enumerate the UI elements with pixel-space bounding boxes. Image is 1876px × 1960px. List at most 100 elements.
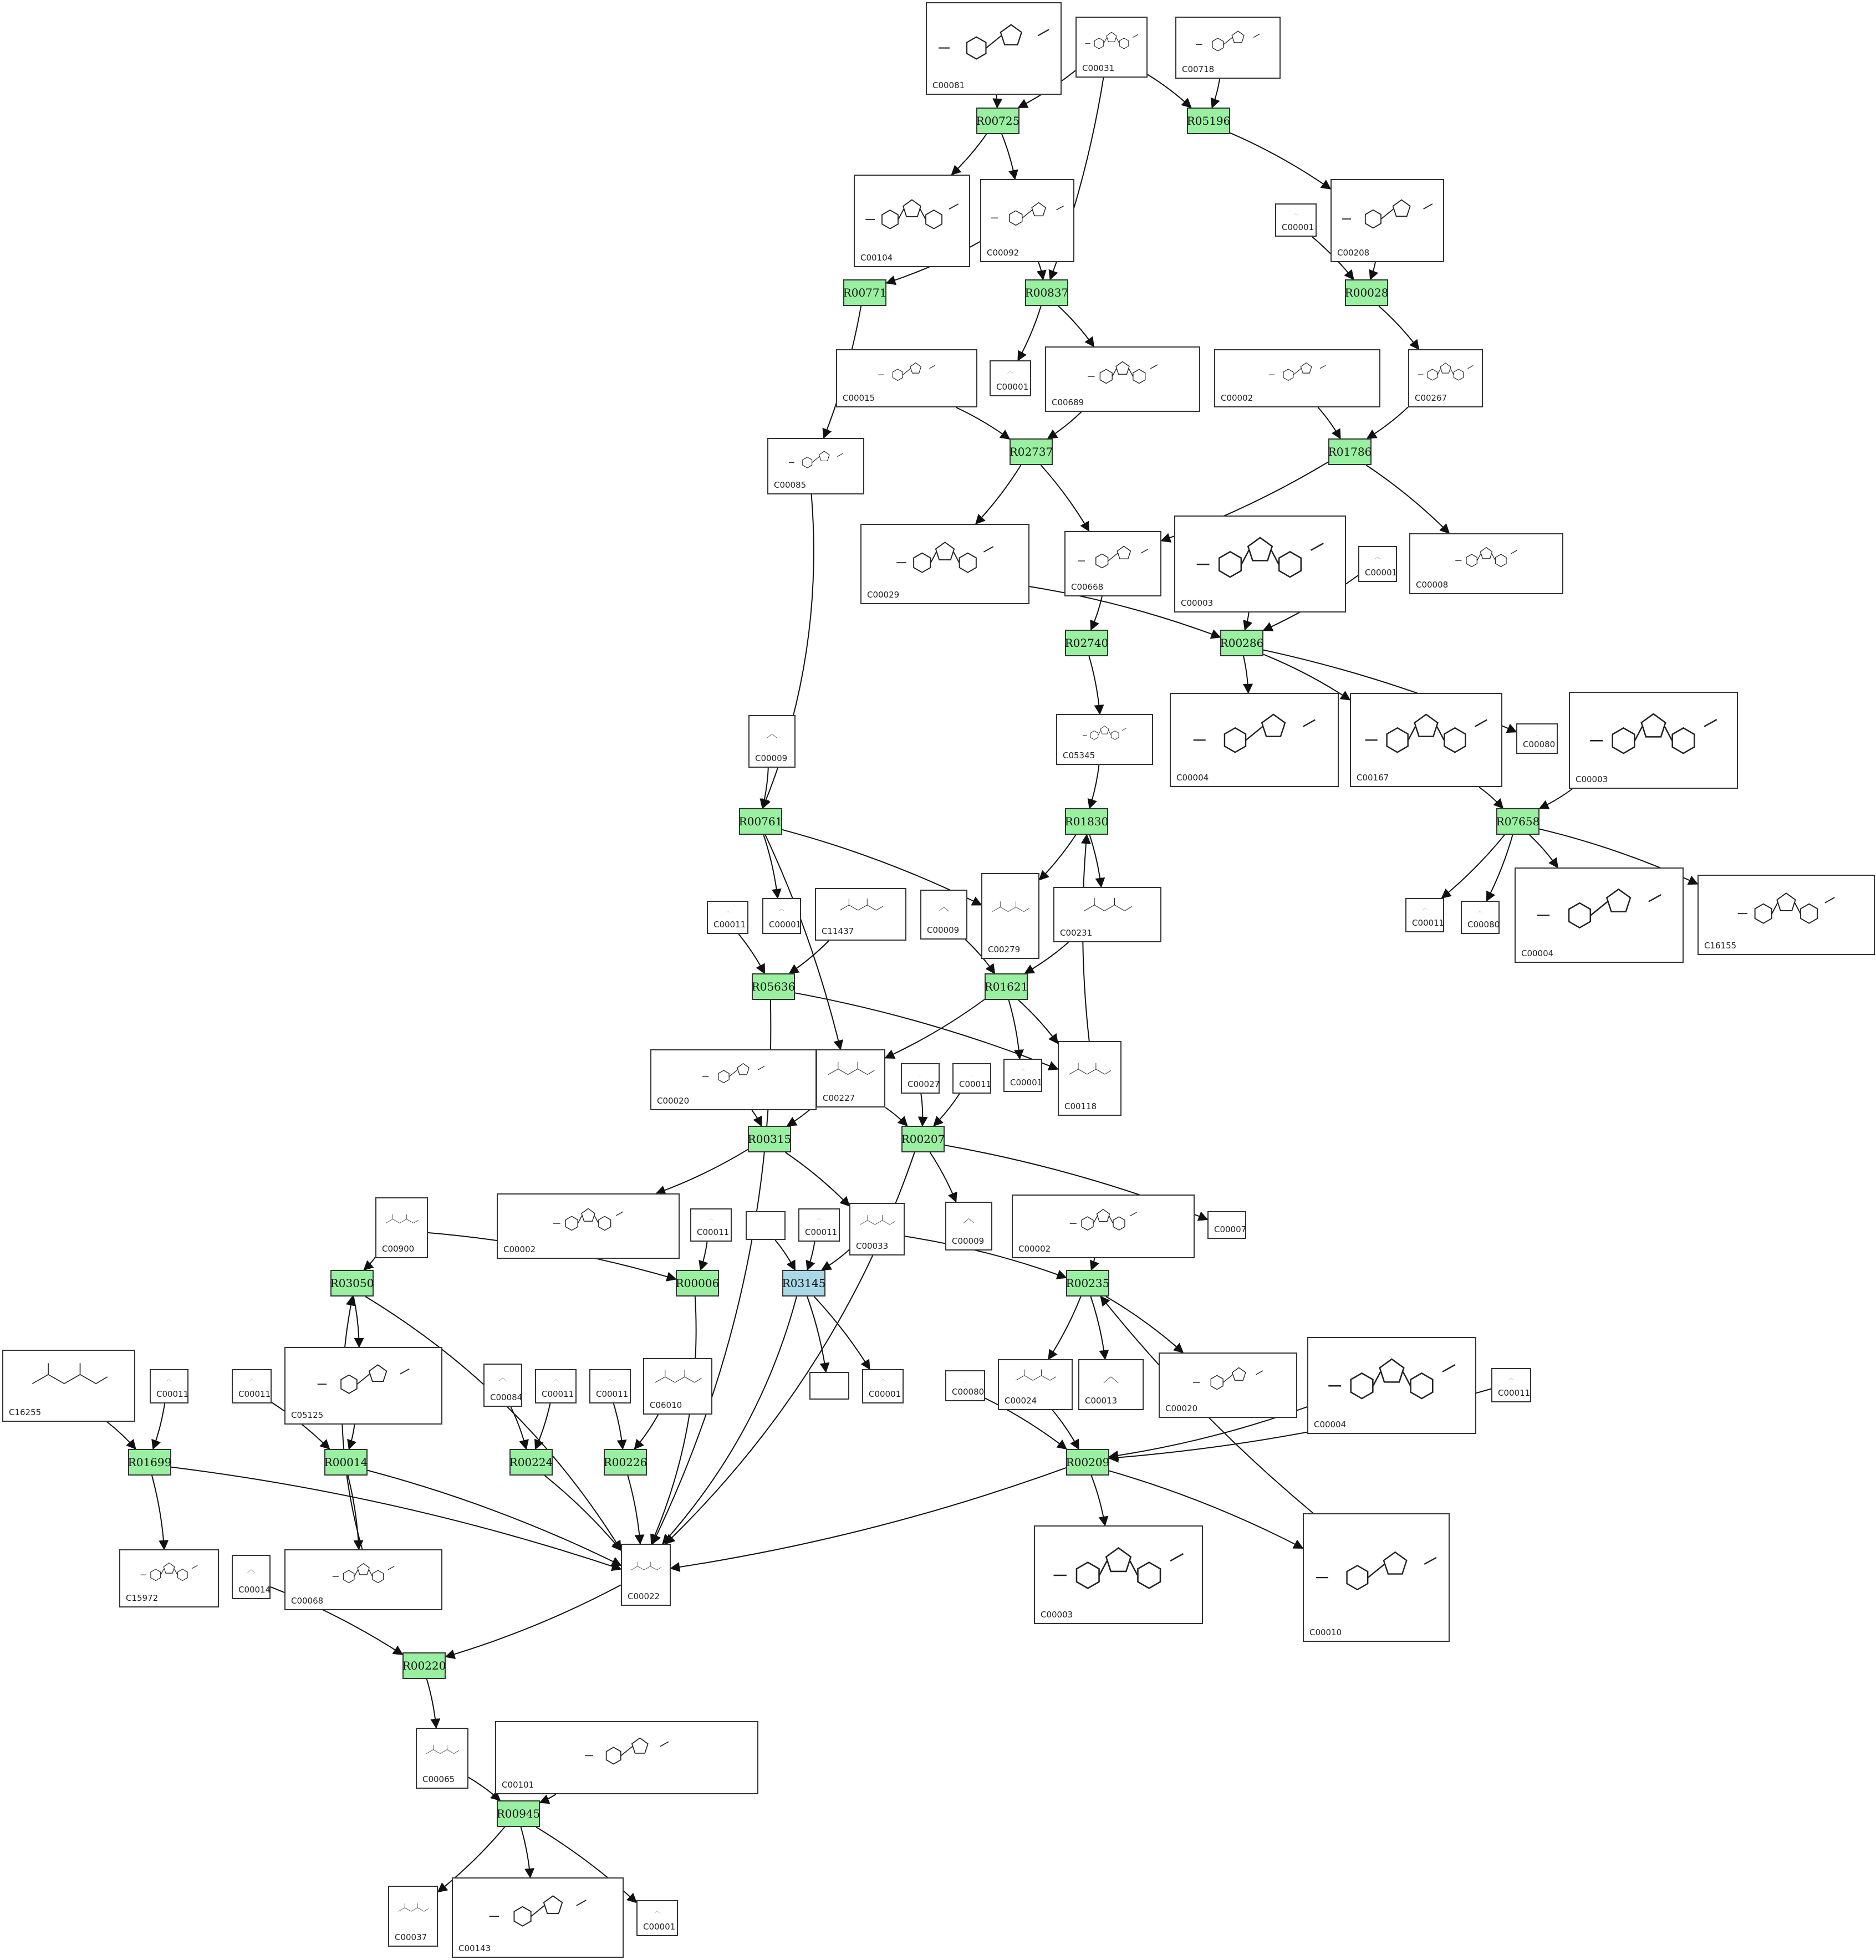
compound-c00080[interactable]: C00080 (945, 1370, 985, 1401)
compound-c00031[interactable]: C00031 (1075, 17, 1148, 78)
compound-empty[interactable] (746, 1211, 786, 1240)
compound-c00001[interactable]: C00001 (636, 1900, 678, 1936)
compound-c00020[interactable]: C00020 (650, 1049, 817, 1110)
compound-c00718[interactable]: C00718 (1175, 17, 1281, 79)
reaction-r00028[interactable]: R00028 (1345, 279, 1388, 306)
compound-c00009[interactable]: C00009 (920, 890, 967, 940)
compound-c00011[interactable]: C00011 (232, 1369, 272, 1403)
compound-c00143[interactable]: C00143 (452, 1877, 624, 1958)
compound-c00033[interactable]: C00033 (849, 1203, 905, 1255)
compound-c00227[interactable]: C00227 (816, 1049, 885, 1107)
compound-c00004[interactable]: C00004 (1170, 693, 1339, 787)
compound-c00085[interactable]: C00085 (767, 438, 864, 494)
reaction-r00006[interactable]: R00006 (676, 1270, 719, 1297)
compound-c00002[interactable]: C00002 (1214, 349, 1380, 407)
reaction-r00226[interactable]: R00226 (604, 1449, 647, 1476)
compound-c00004[interactable]: C00004 (1307, 1337, 1476, 1434)
compound-c00208[interactable]: C00208 (1330, 179, 1444, 262)
compound-c00009[interactable]: C00009 (945, 1202, 992, 1250)
compound-c00001[interactable]: C00001 (1003, 1059, 1042, 1092)
reaction-r01830[interactable]: R01830 (1065, 808, 1108, 835)
compound-c00011[interactable]: C00011 (535, 1369, 577, 1403)
compound-c00092[interactable]: C00092 (980, 179, 1074, 262)
compound-c00011[interactable]: C00011 (707, 901, 748, 934)
compound-c16255[interactable]: C16255 (2, 1350, 135, 1422)
compound-c00013[interactable]: C00013 (1078, 1359, 1144, 1410)
compound-c00065[interactable]: C00065 (416, 1728, 468, 1789)
compound-c00024[interactable]: C00024 (998, 1359, 1073, 1410)
compound-c00002[interactable]: C00002 (497, 1193, 680, 1259)
compound-c00004[interactable]: C00004 (1515, 867, 1684, 963)
reaction-r00945[interactable]: R00945 (497, 1800, 540, 1827)
compound-c00022[interactable]: C00022 (621, 1544, 671, 1606)
compound-c00010[interactable]: C00010 (1303, 1513, 1450, 1642)
reaction-r01621[interactable]: R01621 (985, 973, 1028, 1000)
reaction-r00209[interactable]: R00209 (1066, 1449, 1109, 1476)
compound-c00011[interactable]: C00011 (1405, 898, 1444, 932)
reaction-r00725[interactable]: R00725 (976, 108, 1019, 134)
compound-c05125[interactable]: C05125 (284, 1347, 442, 1425)
compound-c00001[interactable]: C00001 (990, 360, 1031, 396)
compound-c11437[interactable]: C11437 (815, 888, 906, 941)
compound-c00011[interactable]: C00011 (798, 1208, 840, 1242)
compound-c00001[interactable]: C00001 (862, 1369, 904, 1403)
compound-c00279[interactable]: C00279 (981, 873, 1039, 959)
reaction-r03145[interactable]: R03145 (782, 1270, 825, 1297)
compound-c00027[interactable]: C00027 (901, 1063, 940, 1094)
reaction-r02737[interactable]: R02737 (1010, 438, 1053, 465)
compound-c00104[interactable]: C00104 (854, 175, 970, 267)
compound-c00668[interactable]: C00668 (1064, 531, 1161, 596)
compound-c00008[interactable]: C00008 (1409, 533, 1563, 594)
reaction-r07658[interactable]: R07658 (1496, 808, 1539, 835)
compound-c00002[interactable]: C00002 (1012, 1195, 1195, 1258)
compound-c00007[interactable]: C00007 (1207, 1211, 1246, 1239)
reaction-r00315[interactable]: R00315 (748, 1126, 791, 1152)
compound-c00068[interactable]: C00068 (284, 1549, 442, 1610)
compound-c00080[interactable]: C00080 (1461, 901, 1500, 934)
compound-c00009[interactable]: C00009 (748, 715, 796, 768)
compound-c00080[interactable]: C00080 (1516, 723, 1558, 754)
reaction-r00220[interactable]: R00220 (402, 1652, 446, 1679)
compound-c00267[interactable]: C00267 (1408, 349, 1483, 407)
compound-c00011[interactable]: C00011 (952, 1063, 991, 1094)
compound-c00101[interactable]: C00101 (495, 1721, 758, 1794)
reaction-r05196[interactable]: R05196 (1187, 108, 1230, 134)
reaction-r00014[interactable]: R00014 (324, 1449, 368, 1476)
compound-c00900[interactable]: C00900 (375, 1197, 428, 1258)
compound-c05345[interactable]: C05345 (1056, 714, 1153, 765)
compound-c00011[interactable]: C00011 (1491, 1368, 1531, 1402)
reaction-r00286[interactable]: R00286 (1220, 630, 1263, 656)
compound-c00001[interactable]: C00001 (762, 898, 801, 934)
compound-c00001[interactable]: C00001 (1275, 203, 1317, 237)
reaction-r00837[interactable]: R00837 (1025, 279, 1068, 306)
compound-c00001[interactable]: C00001 (1358, 546, 1397, 582)
compound-c00003[interactable]: C00003 (1034, 1525, 1203, 1624)
compound-empty[interactable] (809, 1372, 849, 1400)
compound-c15972[interactable]: C15972 (119, 1549, 219, 1607)
reaction-r00761[interactable]: R00761 (739, 808, 782, 835)
reaction-r00207[interactable]: R00207 (901, 1126, 945, 1152)
compound-c00118[interactable]: C00118 (1058, 1041, 1121, 1116)
reaction-r00235[interactable]: R00235 (1066, 1270, 1109, 1297)
compound-c06010[interactable]: C06010 (643, 1358, 712, 1415)
compound-c00167[interactable]: C00167 (1350, 693, 1502, 787)
compound-c00011[interactable]: C00011 (690, 1208, 732, 1242)
compound-c00015[interactable]: C00015 (836, 349, 977, 407)
compound-c00011[interactable]: C00011 (589, 1369, 631, 1403)
compound-c00020[interactable]: C00020 (1159, 1352, 1297, 1418)
compound-c00231[interactable]: C00231 (1053, 887, 1161, 942)
reaction-r00771[interactable]: R00771 (843, 279, 886, 306)
reaction-r01786[interactable]: R01786 (1328, 438, 1372, 465)
compound-c00014[interactable]: C00014 (232, 1555, 271, 1599)
reaction-r05636[interactable]: R05636 (752, 973, 795, 1000)
compound-c00011[interactable]: C00011 (150, 1369, 188, 1403)
compound-c00081[interactable]: C00081 (926, 2, 1062, 95)
compound-c00003[interactable]: C00003 (1569, 692, 1738, 789)
compound-c00689[interactable]: C00689 (1045, 346, 1200, 412)
compound-c16155[interactable]: C16155 (1697, 875, 1875, 955)
reaction-r01699[interactable]: R01699 (128, 1449, 171, 1476)
compound-c00084[interactable]: C00084 (483, 1364, 522, 1407)
reaction-r00224[interactable]: R00224 (509, 1449, 553, 1476)
compound-c00003[interactable]: C00003 (1174, 515, 1346, 612)
reaction-r02740[interactable]: R02740 (1065, 630, 1108, 656)
